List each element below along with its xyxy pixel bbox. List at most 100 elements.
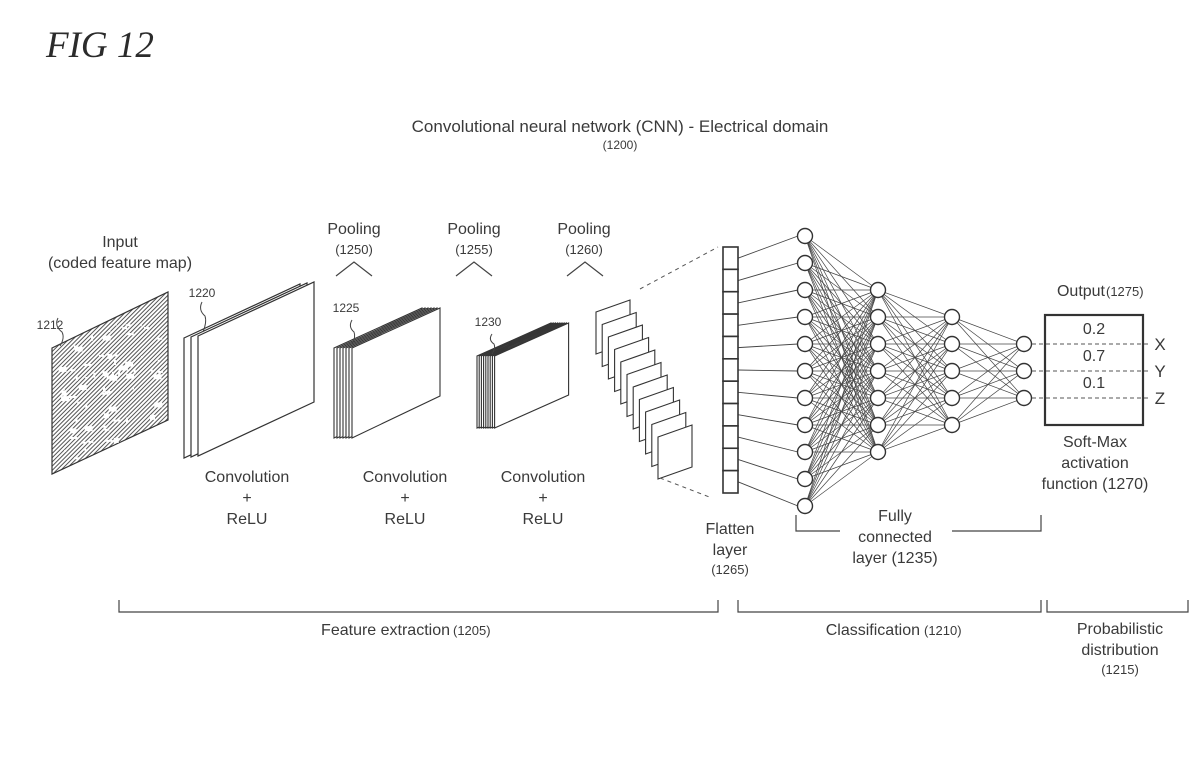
input-noise-cell [68, 396, 77, 399]
input-noise-cell [122, 327, 128, 330]
neuron-node-layer-4 [1015, 389, 1033, 407]
neuron-node-layer-2 [869, 443, 887, 461]
input-noise-cell [62, 388, 65, 391]
fc-edge [877, 370, 953, 453]
input-noise-cell [69, 436, 78, 439]
input-noise-cell [93, 372, 96, 378]
input-noise-cell [139, 324, 142, 327]
input-feature-map-pattern [58, 323, 163, 460]
stage-feature-extraction-bracket [118, 600, 719, 613]
input-noise-cell [133, 369, 136, 375]
conv-block-3-plus: + [538, 490, 548, 507]
flatten-edge [737, 316, 799, 326]
input-noise-cell [77, 401, 80, 404]
neuron-node-layer-1 [796, 281, 814, 299]
input-noise-cell [74, 346, 83, 352]
fc-edge [951, 343, 1025, 372]
input-noise-cell [74, 457, 80, 460]
projection-line-bottom [659, 477, 713, 499]
flatten-cell [722, 246, 739, 271]
neuron-node-layer-1 [796, 308, 814, 326]
neuron-node-layer-1 [796, 254, 814, 272]
input-noise-cell [108, 406, 117, 412]
flatten-cell [722, 268, 739, 293]
fc-edge [804, 289, 879, 480]
neuron-node-layer-1 [796, 227, 814, 245]
stage-probabilistic-label: Probabilistic [1076, 621, 1164, 638]
stage-classification-label: Classification [825, 622, 920, 639]
input-noise-cell [125, 324, 131, 327]
flatten-edge [737, 459, 799, 480]
flatten-edge [737, 262, 799, 281]
stage-probabilistic-bracket [1046, 600, 1189, 613]
fc-edge [951, 397, 1025, 426]
conv2-sheet [351, 307, 441, 439]
input-label: Input [102, 234, 138, 251]
fc-edge [804, 289, 879, 426]
input-noise-cell [125, 417, 128, 423]
input-noise-cell [114, 323, 117, 326]
flatten-edge [737, 369, 799, 372]
stage-probabilistic-sublabel: distribution [1081, 642, 1159, 659]
neuron-node-layer-1 [796, 362, 814, 380]
neuron-node-layer-3 [943, 335, 961, 353]
pooling-3-caret-icon [566, 261, 604, 277]
fc-edge [951, 370, 1025, 426]
fc-edge [804, 289, 879, 318]
flatten-edge [737, 391, 799, 399]
neuron-node-layer-1 [796, 443, 814, 461]
input-noise-cell [85, 404, 88, 410]
input-noise-cell [104, 428, 110, 431]
fc-edge [877, 343, 953, 453]
flatten-sublabel: layer [712, 542, 748, 559]
output-class-x: X [1154, 335, 1166, 354]
neuron-node-layer-3 [943, 308, 961, 326]
fc-edge [804, 289, 879, 345]
input-noise-cell [102, 335, 111, 341]
pooling-2-label: Pooling [447, 221, 501, 238]
flatten-edge [737, 436, 799, 453]
input-noise-cell [58, 366, 67, 372]
fc-bracket-left [795, 515, 840, 532]
flatten-cell [722, 469, 739, 494]
input-noise-cell [104, 439, 113, 442]
input-noise-cell [111, 371, 114, 377]
input-noise-cell [157, 337, 163, 340]
flatten-cell [722, 335, 739, 360]
fc-edge [877, 316, 953, 345]
conv-block-3-maps [476, 322, 570, 429]
input-noise-cell [157, 370, 163, 373]
network-connections [737, 235, 1025, 507]
stage-classification-ref: (1210) [924, 623, 962, 638]
input-noise-cell [83, 363, 92, 366]
neuron-node-layer-2 [869, 389, 887, 407]
flatten-cell [722, 290, 739, 315]
conv-block-3-ref: 1230 [474, 315, 502, 329]
fc-edge [877, 316, 953, 453]
flatten-cell [722, 358, 739, 382]
output-value-z: 0.1 [1082, 375, 1106, 392]
neuron-node-layer-3 [943, 389, 961, 407]
input-noise-cell [125, 333, 134, 336]
neuron-node-layer-1 [796, 389, 814, 407]
input-noise-cell [108, 329, 111, 332]
diagram-title-ref: (1200) [602, 138, 638, 152]
output-value-x: 0.2 [1082, 321, 1106, 338]
output-dashed-lines [1032, 343, 1148, 399]
input-noise-cell [157, 359, 160, 362]
fc-edge [804, 424, 879, 507]
neuron-node-layer-1 [796, 470, 814, 488]
projection-line-top [639, 246, 719, 290]
conv-block-1-plus: + [242, 490, 252, 507]
conv-block-1-ref: 1220 [188, 286, 216, 300]
flatten-cell [722, 313, 739, 338]
input-noise-cell [106, 373, 109, 379]
input-noise-cell [150, 369, 153, 372]
fc-edge [804, 289, 879, 453]
fc-edge [877, 316, 953, 399]
neuron-node-layer-1 [796, 416, 814, 434]
pooling-1-ref: (1250) [335, 242, 373, 257]
input-noise-cell [91, 335, 94, 341]
stage-probabilistic-ref: (1215) [1101, 662, 1139, 677]
neuron-node-layer-2 [869, 335, 887, 353]
